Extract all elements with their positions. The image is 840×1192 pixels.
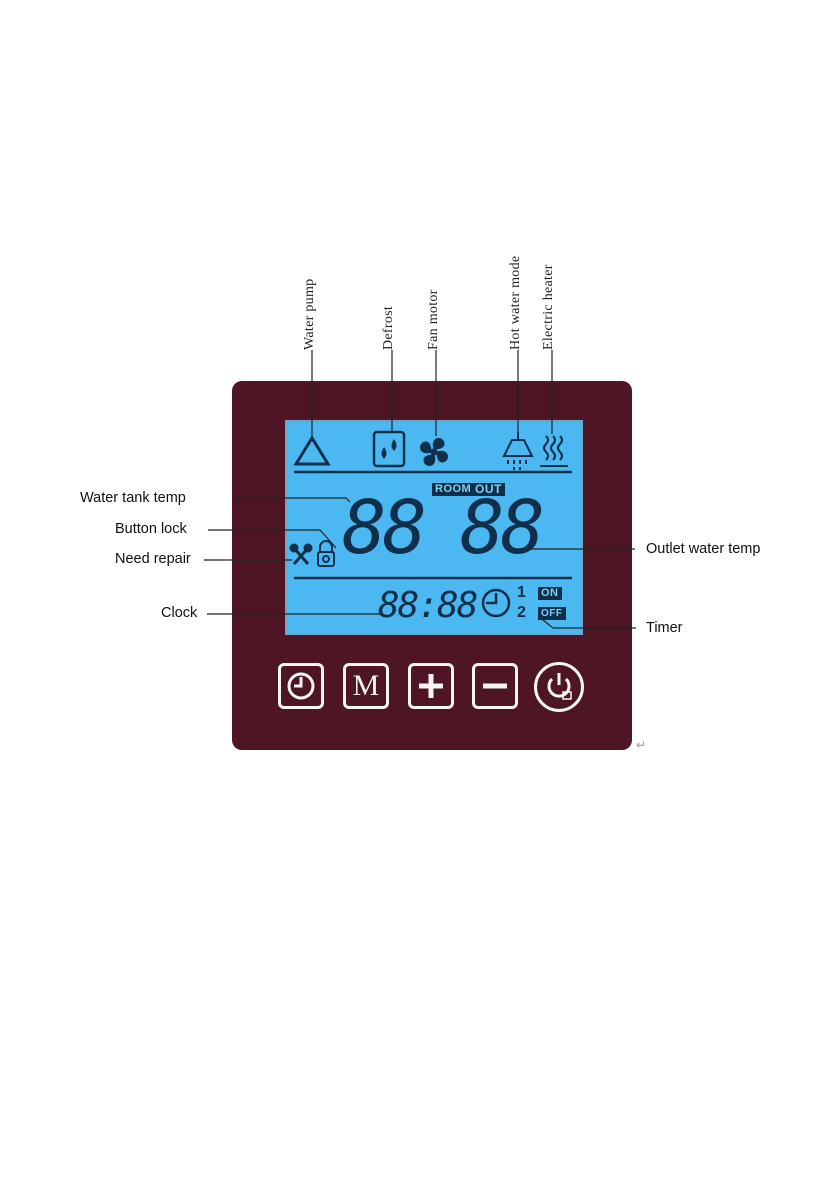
timer-2-label: 2 bbox=[517, 604, 526, 622]
mode-button-label: M bbox=[346, 666, 386, 706]
power-button[interactable] bbox=[534, 662, 584, 712]
plus-button[interactable] bbox=[408, 663, 454, 709]
fan-icon bbox=[421, 439, 448, 466]
defrost-icon bbox=[374, 432, 404, 466]
label-clock: Clock bbox=[161, 605, 197, 621]
label-fan-motor: Fan motor bbox=[426, 289, 442, 350]
clock-icon bbox=[281, 666, 321, 706]
label-defrost: Defrost bbox=[381, 306, 397, 350]
power-lock-icon bbox=[537, 665, 581, 709]
wrench-icon bbox=[291, 545, 311, 564]
mode-button[interactable]: M bbox=[343, 663, 389, 709]
return-mark: ↵ bbox=[636, 738, 646, 752]
minus-icon bbox=[475, 666, 515, 706]
label-water-pump: Water pump bbox=[302, 279, 318, 350]
leader-button-lock bbox=[208, 530, 336, 548]
label-timer: Timer bbox=[646, 620, 683, 636]
timer-1-label: 1 bbox=[517, 584, 526, 602]
on-tag: ON bbox=[538, 587, 562, 600]
label-outlet-water-temp: Outlet water temp bbox=[646, 541, 760, 557]
label-water-tank-temp: Water tank temp bbox=[80, 490, 186, 506]
lock-icon bbox=[318, 541, 334, 566]
timer-clock-icon bbox=[483, 590, 509, 616]
water-tank-temp-digits: 88 bbox=[342, 488, 423, 568]
minus-button[interactable] bbox=[472, 663, 518, 709]
label-electric-heater: Electric heater bbox=[541, 264, 557, 350]
shower-icon bbox=[504, 432, 532, 470]
leader-timer bbox=[543, 620, 636, 628]
clock-button[interactable] bbox=[278, 663, 324, 709]
label-hot-water-mode: Hot water mode bbox=[508, 256, 524, 350]
heater-icon bbox=[540, 436, 568, 466]
plus-icon bbox=[411, 666, 451, 706]
off-tag: OFF bbox=[538, 607, 566, 620]
water-pump-icon bbox=[296, 438, 328, 464]
outlet-water-temp-digits: 88 bbox=[460, 488, 541, 568]
label-need-repair: Need repair bbox=[115, 551, 191, 567]
clock-digits: 88:88 bbox=[378, 586, 476, 626]
leader-water-tank-temp bbox=[236, 498, 350, 502]
label-button-lock: Button lock bbox=[115, 521, 187, 537]
